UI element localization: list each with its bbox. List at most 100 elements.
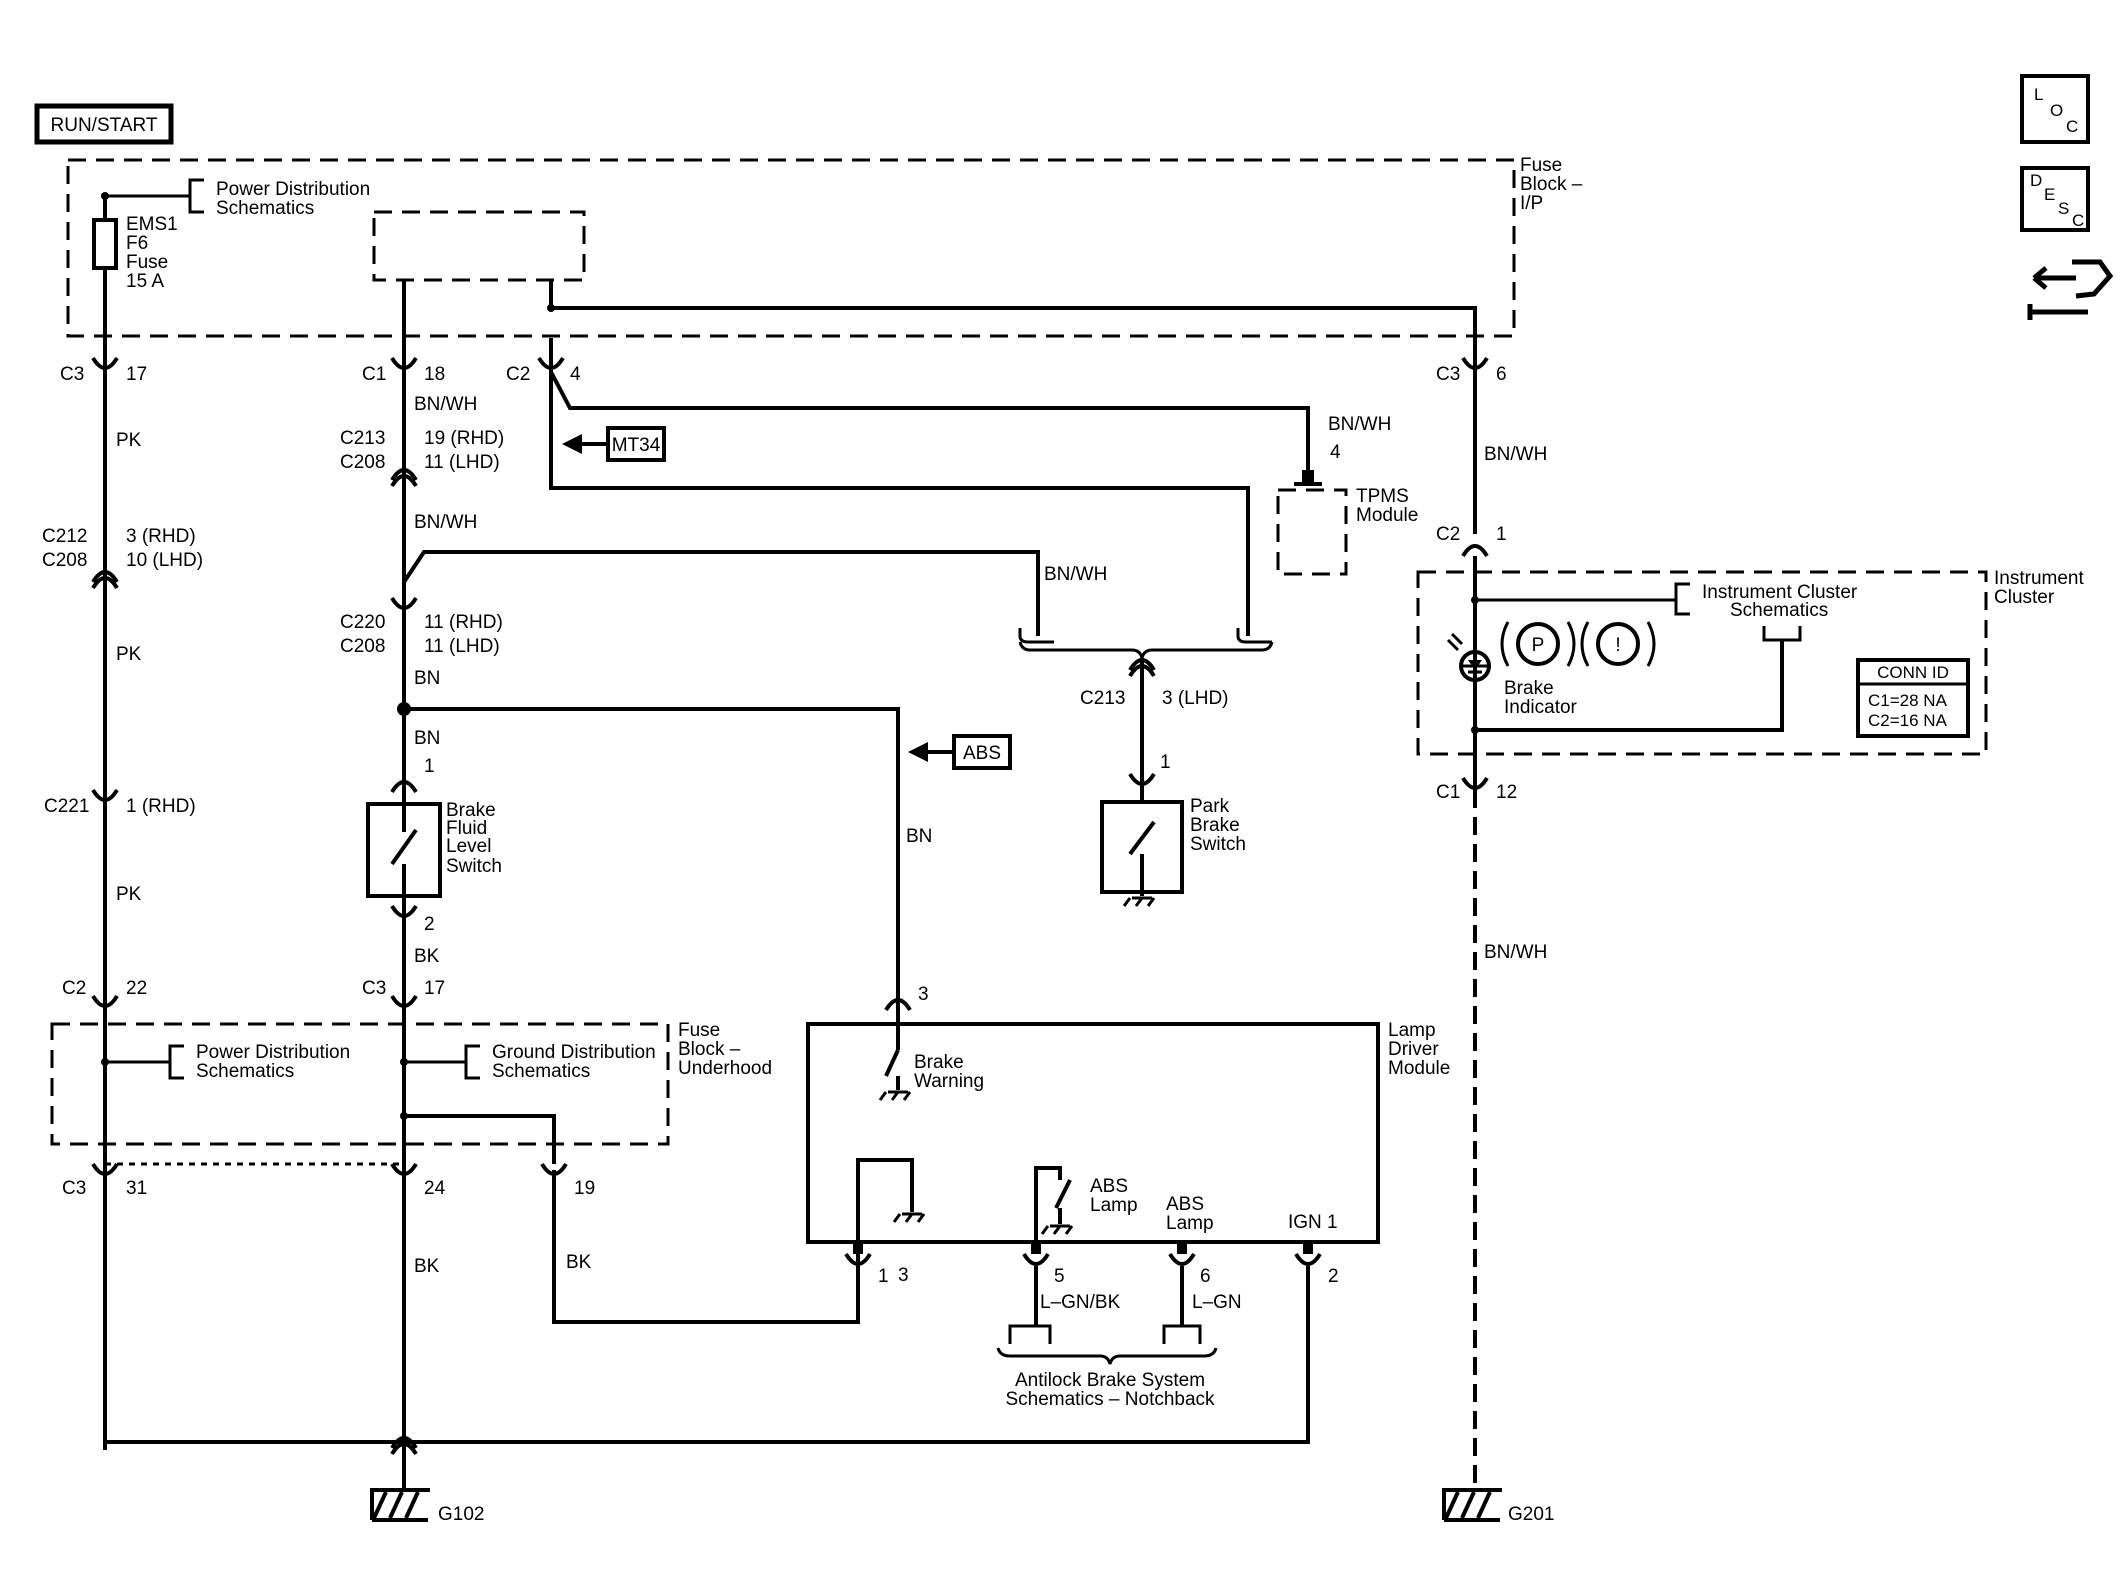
svg-text:BK: BK bbox=[414, 946, 440, 967]
svg-text:Schematics: Schematics bbox=[1730, 600, 1828, 621]
svg-text:BK: BK bbox=[414, 1256, 440, 1277]
instrument-cluster-schematics-ref[interactable]: Instrument Cluster Schematics bbox=[1674, 582, 1858, 642]
svg-text:Power Distribution: Power Distribution bbox=[216, 179, 370, 200]
svg-text:C3: C3 bbox=[1436, 364, 1460, 385]
svg-text:C213: C213 bbox=[340, 428, 385, 449]
svg-text:CONN ID: CONN ID bbox=[1877, 663, 1949, 682]
svg-text:Instrument: Instrument bbox=[1994, 568, 2084, 589]
svg-text:12: 12 bbox=[1496, 782, 1517, 803]
svg-text:Brake: Brake bbox=[446, 800, 496, 821]
run-start-tag: RUN/START bbox=[34, 103, 174, 145]
svg-text:Lamp: Lamp bbox=[1388, 1020, 1436, 1041]
conn-id-table: CONN ID C1=28 NA C2=16 NA bbox=[1856, 658, 1970, 738]
abs-schematics-ref[interactable]: Antilock Brake System Schematics – Notch… bbox=[996, 1266, 1218, 1410]
svg-text:Fluid: Fluid bbox=[446, 818, 487, 839]
svg-text:BK: BK bbox=[566, 1252, 592, 1273]
svg-text:L: L bbox=[2034, 85, 2043, 104]
ground-g102: G102 bbox=[370, 1488, 484, 1525]
svg-text:5: 5 bbox=[1054, 1266, 1065, 1287]
svg-text:RUN/START: RUN/START bbox=[51, 115, 158, 136]
bnwh-bus-wire bbox=[549, 280, 1477, 338]
power-distribution-ref-1[interactable]: Power Distribution Schematics bbox=[105, 178, 370, 219]
svg-text:11 (LHD): 11 (LHD) bbox=[424, 452, 500, 473]
svg-text:D: D bbox=[2030, 171, 2042, 190]
svg-text:6: 6 bbox=[1200, 1266, 1211, 1287]
svg-text:24: 24 bbox=[424, 1178, 446, 1199]
svg-text:C213: C213 bbox=[1080, 688, 1125, 709]
svg-text:I/P: I/P bbox=[1520, 193, 1543, 214]
svg-text:Indicator: Indicator bbox=[1504, 697, 1578, 718]
brake-fluid-level-switch: Brake Fluid Level Switch bbox=[446, 800, 502, 877]
svg-text:C2: C2 bbox=[506, 364, 530, 385]
svg-text:1: 1 bbox=[878, 1266, 889, 1287]
svg-text:Power Distribution: Power Distribution bbox=[196, 1042, 350, 1063]
svg-text:BN: BN bbox=[906, 826, 932, 847]
svg-text:P: P bbox=[1532, 635, 1545, 656]
c2-circuit bbox=[537, 338, 1322, 636]
svg-text:Driver: Driver bbox=[1388, 1039, 1439, 1060]
svg-text:3 (RHD): 3 (RHD) bbox=[126, 526, 196, 547]
lamp-driver-module: Lamp Driver Module Brake Warning ABS Lam… bbox=[806, 998, 1450, 1266]
svg-text:Instrument Cluster: Instrument Cluster bbox=[1702, 582, 1858, 603]
inner-component-box bbox=[372, 210, 586, 282]
svg-text:Cluster: Cluster bbox=[1994, 587, 2055, 608]
svg-text:19 (RHD): 19 (RHD) bbox=[424, 428, 504, 449]
svg-text:Schematics: Schematics bbox=[492, 1061, 590, 1082]
svg-text:C3: C3 bbox=[60, 364, 84, 385]
svg-text:O: O bbox=[2050, 101, 2063, 120]
svg-text:19: 19 bbox=[574, 1178, 595, 1199]
svg-text:C208: C208 bbox=[42, 550, 87, 571]
ground-distribution-ref[interactable]: Ground Distribution Schematics bbox=[400, 1042, 656, 1082]
park-brake-circuit bbox=[1018, 628, 1274, 907]
svg-text:Warning: Warning bbox=[914, 1071, 984, 1092]
svg-text:Lamp: Lamp bbox=[1166, 1213, 1214, 1234]
svg-text:C1: C1 bbox=[1436, 782, 1460, 803]
park-brake-switch: Park Brake Switch bbox=[1190, 796, 1246, 855]
svg-text:BN: BN bbox=[414, 728, 440, 749]
svg-text:C212: C212 bbox=[42, 526, 87, 547]
svg-text:17: 17 bbox=[424, 978, 445, 999]
svg-text:22: 22 bbox=[126, 978, 147, 999]
svg-text:Brake: Brake bbox=[914, 1052, 964, 1073]
svg-text:Brake: Brake bbox=[1190, 815, 1240, 836]
wrench-arrow-icon[interactable] bbox=[2027, 259, 2114, 320]
svg-text:MT34: MT34 bbox=[612, 435, 661, 456]
svg-text:!: ! bbox=[1615, 635, 1620, 656]
mt34-ref[interactable]: MT34 bbox=[562, 426, 666, 462]
svg-text:BN: BN bbox=[414, 668, 440, 689]
svg-text:4: 4 bbox=[570, 364, 581, 385]
svg-text:EMS1: EMS1 bbox=[126, 214, 178, 235]
svg-text:Park: Park bbox=[1190, 796, 1230, 817]
svg-text:G201: G201 bbox=[1508, 1504, 1554, 1525]
svg-text:F6: F6 bbox=[126, 233, 148, 254]
svg-text:PK: PK bbox=[116, 644, 142, 665]
svg-text:3: 3 bbox=[898, 1265, 909, 1286]
svg-text:C208: C208 bbox=[340, 636, 385, 657]
ground-bus-wire bbox=[103, 1194, 1310, 1444]
svg-text:Ground Distribution: Ground Distribution bbox=[492, 1042, 656, 1063]
power-distribution-ref-2[interactable]: Power Distribution Schematics bbox=[101, 1042, 350, 1082]
svg-text:11 (RHD): 11 (RHD) bbox=[424, 612, 503, 633]
svg-text:6: 6 bbox=[1496, 364, 1507, 385]
svg-text:15 A: 15 A bbox=[126, 271, 164, 292]
svg-text:L–GN/BK: L–GN/BK bbox=[1040, 1292, 1121, 1313]
svg-text:C3: C3 bbox=[62, 1178, 86, 1199]
svg-text:4: 4 bbox=[1330, 442, 1341, 463]
loc-icon[interactable]: L O C bbox=[2020, 74, 2090, 144]
svg-text:1: 1 bbox=[1160, 752, 1171, 773]
svg-text:Schematics: Schematics bbox=[216, 198, 314, 219]
svg-text:BN/WH: BN/WH bbox=[1484, 444, 1547, 465]
svg-text:Brake: Brake bbox=[1504, 678, 1554, 699]
svg-text:1: 1 bbox=[1496, 524, 1507, 545]
svg-text:IGN 1: IGN 1 bbox=[1288, 1212, 1338, 1233]
svg-text:17: 17 bbox=[126, 364, 147, 385]
svg-text:C1=28 NA: C1=28 NA bbox=[1868, 691, 1948, 710]
svg-text:Lamp: Lamp bbox=[1090, 1195, 1138, 1216]
tpms-module: TPMS Module bbox=[1276, 486, 1418, 576]
desc-icon[interactable]: D E S C bbox=[2020, 166, 2090, 232]
bn-circuit bbox=[366, 338, 1040, 1450]
svg-text:C2: C2 bbox=[1436, 524, 1460, 545]
abs-ref[interactable]: ABS bbox=[908, 734, 1012, 770]
bk19-wire bbox=[552, 1170, 860, 1324]
svg-text:BN/WH: BN/WH bbox=[1484, 942, 1547, 963]
